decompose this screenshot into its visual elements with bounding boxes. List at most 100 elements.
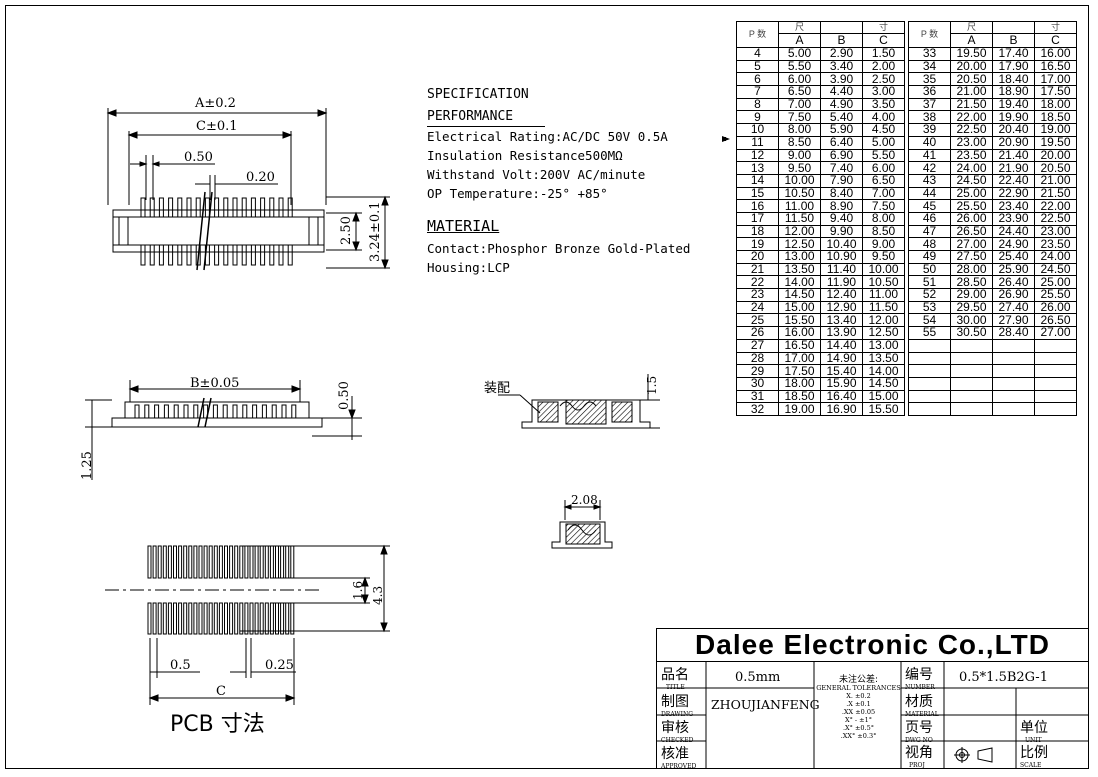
table-cell: 5.50 — [862, 148, 905, 163]
pcb-pad — [239, 545, 244, 579]
table-cell: 1.50 — [862, 47, 905, 61]
table-cell: 16.50 — [1034, 59, 1077, 74]
table-row-empty — [908, 389, 1077, 404]
pcb-pad — [280, 545, 285, 579]
col-header: C — [1034, 33, 1077, 48]
table-cell: 14.90 — [820, 351, 863, 366]
table-cell: 32 — [736, 402, 779, 416]
contact-pin — [149, 197, 155, 218]
table-cell: 10.50 — [778, 186, 821, 201]
pcb-pad — [275, 545, 279, 579]
pcb-pad — [259, 545, 264, 579]
contact-pin — [183, 404, 189, 419]
pcb-pad — [290, 545, 295, 579]
contact-pin — [252, 404, 258, 419]
contact-pin — [250, 244, 256, 266]
table-cell: 18.50 — [778, 389, 821, 404]
pcb-title: PCB 寸法 — [170, 712, 265, 737]
table-cell: 25.90 — [992, 262, 1035, 277]
dim-gap-label: 0.20 — [246, 170, 275, 185]
drawing-label-en: DRAWING — [661, 711, 693, 718]
table-cell: 27.00 — [1034, 326, 1077, 340]
table-cell: 17.00 — [778, 351, 821, 366]
contact-pin — [260, 197, 266, 218]
spec-heading: SPECIFICATION — [427, 87, 529, 102]
table-row-empty — [908, 364, 1077, 378]
table-cell: 16.00 — [1034, 47, 1077, 61]
contact-pin — [154, 404, 160, 419]
pcb-pad — [229, 545, 234, 579]
pcb-pad — [234, 545, 239, 579]
dim-pcb-gap-label: 1.6 — [351, 580, 365, 600]
pcb-pad — [157, 602, 162, 635]
pcb-pad — [259, 602, 264, 635]
dim-header-l: 尺 — [950, 21, 993, 34]
top-view — [106, 108, 390, 271]
pcb-pad — [198, 545, 203, 579]
dim-208-label: 2.08 — [571, 493, 598, 507]
title-block: Dalee Electronic Co.,LTD 品名 TITLE 0.5mm — [655, 628, 1089, 770]
pcb-pad — [208, 545, 213, 579]
unit-label-en: UNIT — [1025, 737, 1042, 744]
pcb-pad — [167, 545, 172, 579]
table-cell: 23.00 — [1034, 224, 1077, 239]
table-cell: 55 — [908, 326, 951, 340]
table-cell: 50 — [908, 262, 951, 277]
assembly-label: 装配 — [484, 381, 511, 396]
dwg-label-en: DWG NO — [905, 737, 933, 744]
pcb-pad — [162, 602, 167, 635]
contact-pin — [260, 244, 266, 266]
pcb-pad — [167, 602, 172, 635]
contact-pin — [241, 244, 247, 266]
title-label-cn: 品名 — [661, 667, 689, 683]
table-cell: 28.40 — [992, 326, 1035, 340]
projection-symbol-icon — [953, 746, 992, 763]
tolerance-line: X. ±0.2 — [846, 692, 871, 700]
contact-pin — [186, 244, 192, 266]
pcb-pad — [162, 545, 167, 579]
dim-a-label: A±0.2 — [195, 96, 236, 111]
pcb-pad — [203, 545, 208, 579]
table-row-empty — [908, 338, 1077, 353]
table-cell: 21.50 — [1034, 186, 1077, 201]
checked-label-en: CHECKED — [661, 737, 694, 744]
pcb-pad — [147, 602, 152, 635]
title-label-en: TITLE — [666, 684, 685, 691]
pcb-pad — [178, 545, 183, 579]
dwg-label-cn: 页号 — [905, 720, 933, 736]
table-cell: 23.50 — [950, 148, 993, 163]
approved-label-cn: 核准 — [661, 746, 689, 762]
table-cell: 2.90 — [820, 47, 863, 61]
pcb-pad — [152, 545, 157, 579]
contact-pin — [158, 197, 164, 218]
pcb-pad — [183, 602, 188, 635]
pcb-pad — [269, 602, 274, 635]
table-cell: 5.50 — [778, 59, 821, 74]
side-view — [85, 380, 362, 480]
pcb-pad — [224, 602, 228, 635]
table-cell: 16.40 — [820, 389, 863, 404]
performance-heading: PERFORMANCE — [427, 109, 514, 124]
table-row-empty — [908, 376, 1077, 391]
contact-pin — [278, 197, 284, 218]
table-cell: 2.00 — [862, 59, 905, 74]
table-cell: 28.00 — [950, 262, 993, 277]
table-cell: 34 — [908, 59, 951, 74]
col-header: B — [820, 33, 863, 48]
pcb-pad — [193, 602, 198, 635]
table-cell: 15.00 — [862, 389, 905, 404]
